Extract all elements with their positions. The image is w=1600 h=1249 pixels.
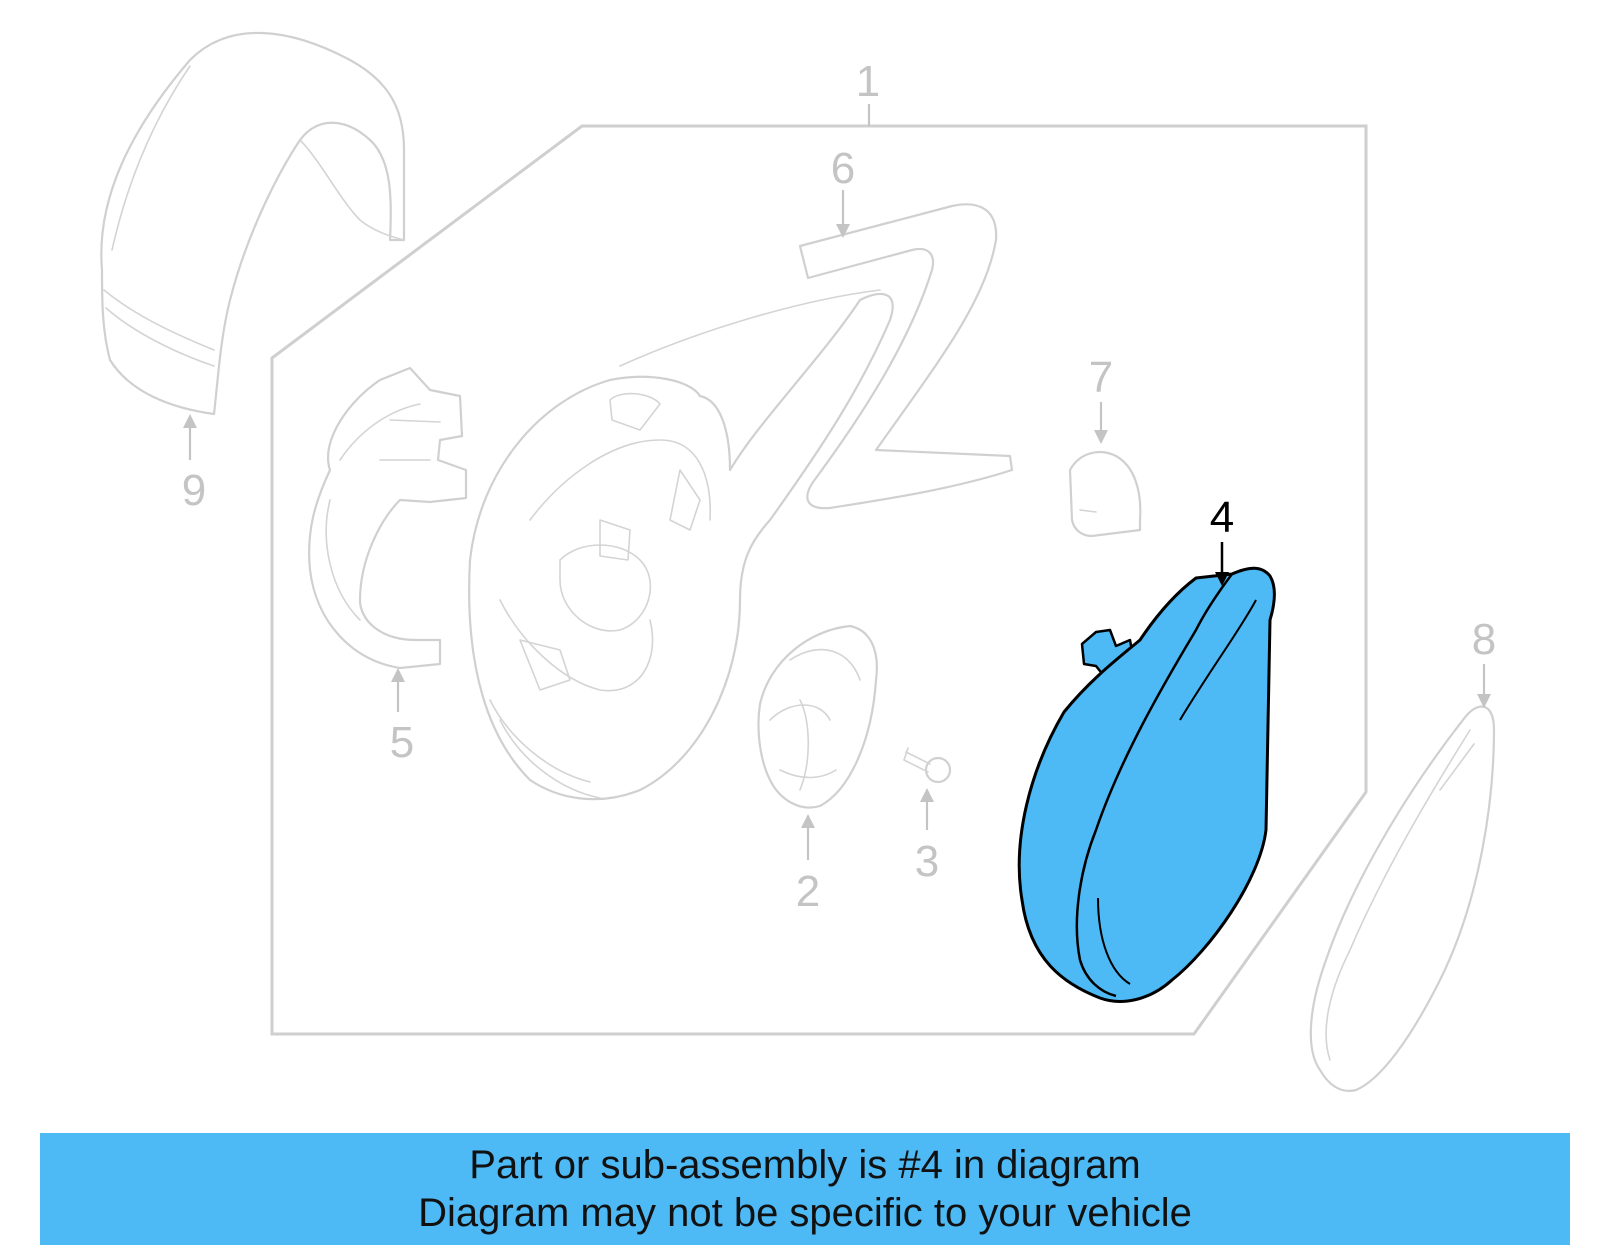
callout-6[interactable]: 6	[831, 144, 855, 193]
part-6-gasket[interactable]	[798, 203, 1014, 510]
callout-7[interactable]: 7	[1089, 353, 1113, 402]
banner-line-disclaimer: Diagram may not be specific to your vehi…	[418, 1191, 1192, 1235]
assembly-boundary	[270, 124, 1368, 1036]
part-8-mirror-glass[interactable]	[1309, 705, 1496, 1092]
part-3-screw[interactable]	[903, 747, 952, 784]
callout-4[interactable]: 4	[1210, 493, 1234, 542]
info-banner: Part or sub-assembly is #4 in diagram Di…	[40, 1133, 1570, 1245]
part-9-mirror-cover[interactable]	[100, 31, 406, 416]
callout-5[interactable]: 5	[390, 718, 414, 767]
banner-line-part-number: Part or sub-assembly is #4 in diagram	[469, 1143, 1141, 1187]
part-5-harness[interactable]	[308, 366, 468, 670]
callout-8[interactable]: 8	[1472, 615, 1496, 664]
callout-9[interactable]: 9	[182, 466, 206, 515]
parts-diagram: 1 9 6 5	[100, 31, 1496, 1092]
mirror-housing	[468, 289, 894, 801]
part-4-highlighted[interactable]	[1017, 566, 1276, 1003]
callout-3[interactable]: 3	[915, 837, 939, 886]
callout-2[interactable]: 2	[796, 867, 820, 916]
part-2-actuator[interactable]	[757, 624, 878, 809]
callout-1[interactable]: 1	[856, 57, 880, 106]
part-7-clip[interactable]	[1068, 451, 1142, 538]
